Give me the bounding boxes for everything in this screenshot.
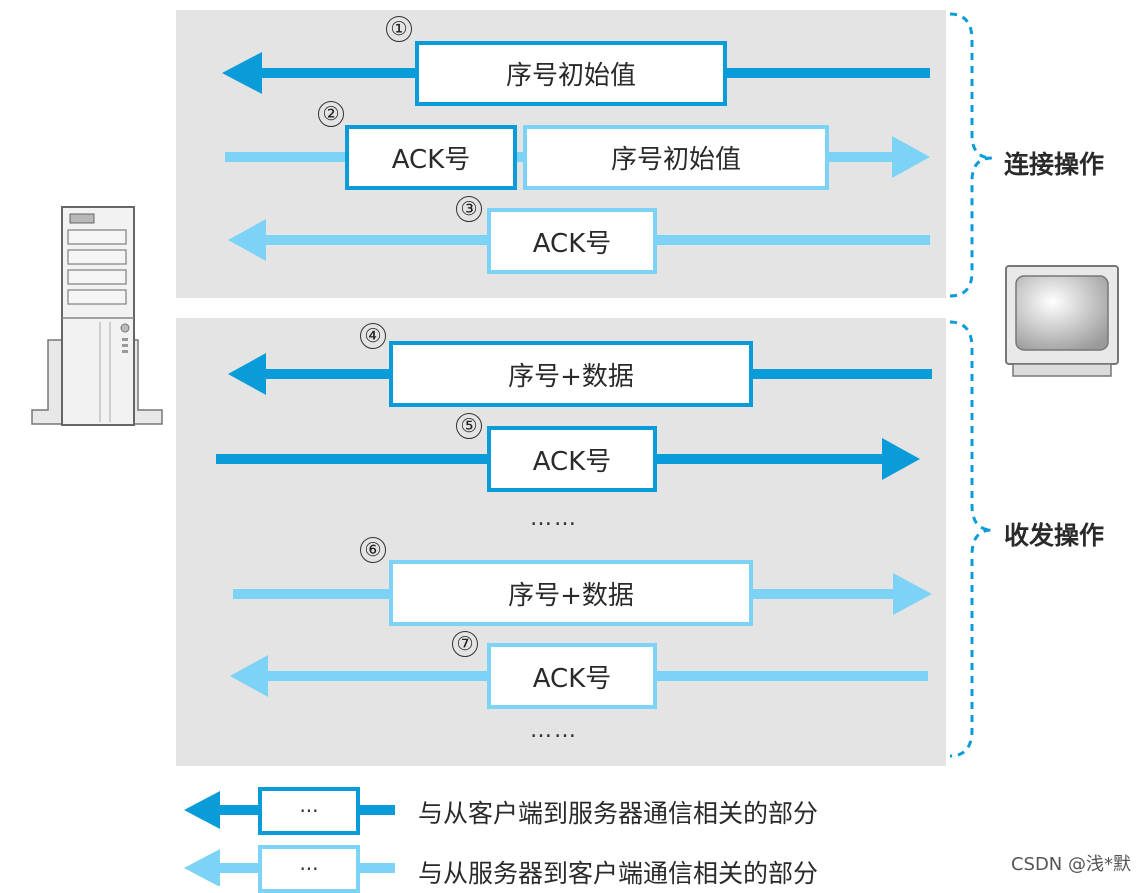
step-5: ⑤	[456, 413, 482, 439]
watermark: CSDN @浅*默	[1010, 854, 1131, 875]
box-ack-5: ACK号	[487, 426, 657, 492]
transfer-brace	[949, 320, 993, 758]
ellipsis-1: ……	[530, 506, 578, 531]
box-syn-seq: 序号初始值	[415, 41, 727, 106]
step-6: ⑥	[360, 537, 386, 563]
box-ack-2: ACK号	[345, 125, 517, 190]
step-2: ②	[318, 101, 344, 127]
step-3: ③	[456, 196, 482, 222]
legend-text-light: 与从服务器到客户端通信相关的部分	[418, 859, 819, 888]
box-ack-7: ACK号	[487, 643, 657, 709]
connect-brace	[949, 12, 993, 298]
box-seq-data-4: 序号+数据	[389, 341, 753, 407]
group-label-connect: 连接操作	[1004, 145, 1105, 181]
server-icon	[31, 206, 163, 426]
step-1: ①	[386, 16, 412, 42]
box-ack-3: ACK号	[487, 208, 657, 274]
monitor-icon	[1005, 265, 1119, 377]
step-7: ⑦	[452, 631, 478, 657]
legend-text-dark: 与从客户端到服务器通信相关的部分	[418, 799, 819, 828]
box-seq-data-6: 序号+数据	[389, 560, 753, 626]
group-label-transfer: 收发操作	[1004, 516, 1105, 552]
box-seq-2: 序号初始值	[523, 125, 829, 190]
legend-box-dark: ···	[258, 787, 360, 835]
step-4: ④	[360, 323, 386, 349]
ellipsis-2: ……	[530, 718, 578, 743]
